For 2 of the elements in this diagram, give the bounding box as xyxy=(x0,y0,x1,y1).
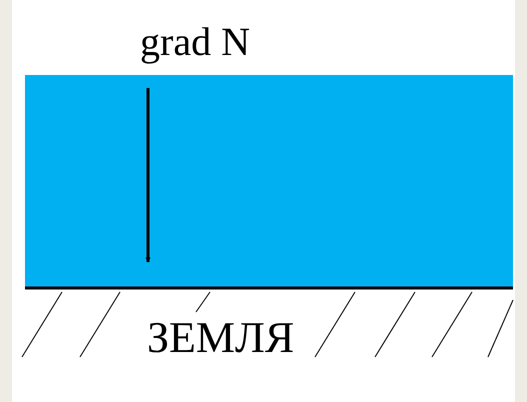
ground-label: ЗЕМЛЯ xyxy=(147,316,294,360)
vector-label: grad N xyxy=(140,22,250,62)
